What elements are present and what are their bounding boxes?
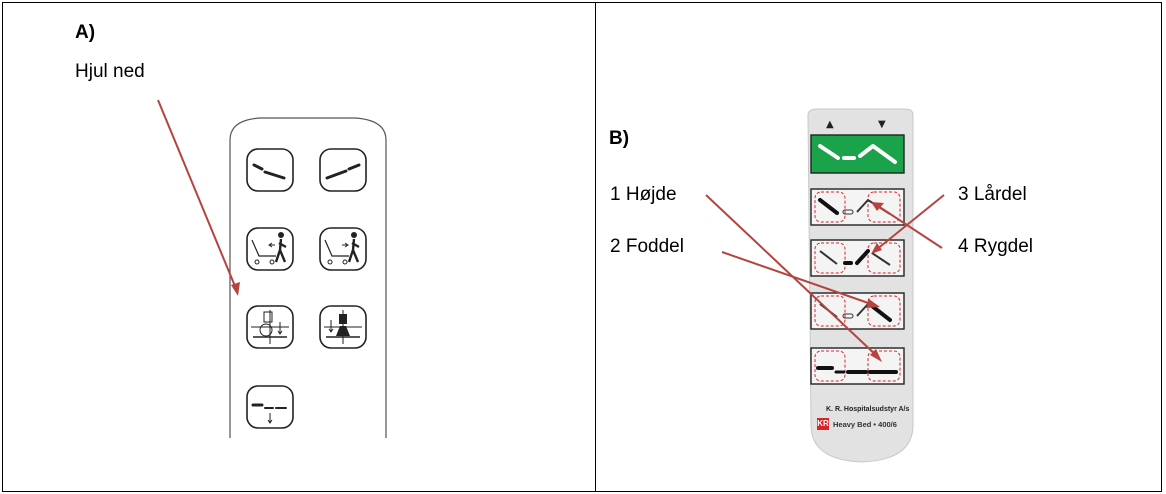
- thigh-section-button[interactable]: [810, 239, 905, 277]
- hjul-ned-annotation: Hjul ned: [75, 61, 145, 82]
- height-button[interactable]: [810, 347, 905, 385]
- callout-rygdel: 4 Rygdel: [958, 236, 1033, 257]
- callout-arrows: [705, 194, 945, 362]
- flat-lower-button[interactable]: [246, 385, 294, 429]
- wheel-up-brake-button[interactable]: [319, 305, 367, 349]
- model-name: Heavy Bed • 400/6: [833, 420, 897, 429]
- callout-foddel: 2 Foddel: [610, 236, 684, 257]
- up-arrow-icon: ▲: [826, 119, 834, 130]
- green-all-button[interactable]: [810, 134, 905, 174]
- wheel-down-brake-button[interactable]: [246, 305, 294, 349]
- back-section-button[interactable]: [810, 188, 905, 226]
- callout-hojde: 1 Højde: [610, 184, 677, 205]
- person-exit-left-button[interactable]: [246, 227, 294, 271]
- callout-lardel: 3 Lårdel: [958, 184, 1027, 205]
- panel-b-label: B): [609, 128, 630, 149]
- kr-logo: KR: [817, 418, 829, 430]
- person-exit-right-button[interactable]: [319, 227, 367, 271]
- table-divider: [595, 2, 596, 492]
- flat-back-tilt-button[interactable]: [246, 148, 294, 192]
- brand-line: K. R. Hospitalsudstyr A/s: [826, 406, 910, 413]
- down-arrow-icon: ▼: [878, 119, 886, 130]
- panel-a-label: A): [75, 22, 96, 43]
- flat-foot-tilt-button[interactable]: [319, 148, 367, 192]
- hjul-ned-arrow: [157, 99, 240, 296]
